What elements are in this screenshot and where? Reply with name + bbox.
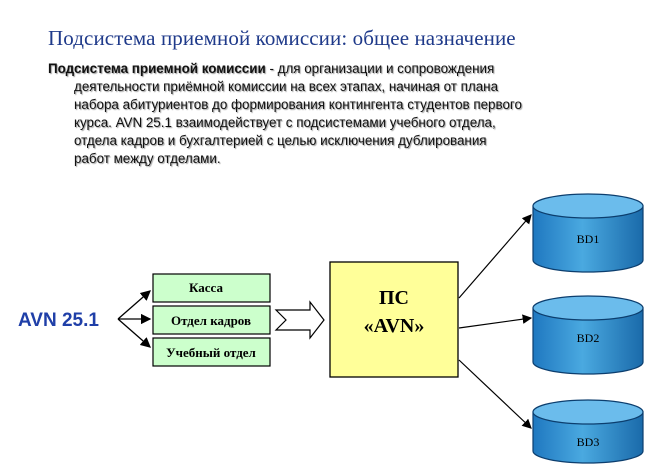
page-title: Подсистема приемной комиссии: общее назн… — [48, 26, 516, 50]
bd3-label: BD3 — [577, 435, 600, 449]
subsystem-group: Касса Отдел кадров Учебный отдел — [152, 273, 271, 367]
bd1-top — [532, 193, 644, 219]
subsystem-box-kassa — [152, 273, 271, 303]
arrow-to-bd2 — [458, 314, 533, 329]
subsystem-label-kassa: Касса — [189, 280, 223, 295]
arrow-to-bd3 — [458, 359, 532, 429]
core-system-box — [329, 261, 459, 378]
subsystem-label-uchebny: Учебный отдел — [166, 345, 256, 360]
database-bd2: BD2 — [532, 295, 644, 375]
core-label-line2: «AVN» — [364, 315, 425, 337]
bd2-body — [532, 307, 644, 375]
core-label-line1: ПС — [379, 287, 409, 309]
description-line-1: - для организации и сопровождения — [265, 61, 495, 76]
description-line-2: деятельности приёмной комиссии на всех э… — [74, 79, 499, 94]
source-arrows — [117, 290, 152, 348]
description-line-3: набора абитуриентов до формирования конт… — [74, 97, 522, 112]
arrow-to-uchebny — [117, 318, 151, 348]
db-arrows — [458, 214, 533, 429]
database-bd1: BD1 — [532, 193, 644, 273]
bd2-top — [532, 295, 644, 321]
description-paragraph: Подсистема приемной комиссии - для орган… — [48, 60, 608, 168]
bd3-body — [532, 411, 644, 464]
description-line-5: отдела кадров и бухгалтерией с целью иск… — [74, 133, 487, 148]
bd1-label: BD1 — [577, 232, 600, 246]
arrow-to-bd1 — [458, 214, 532, 299]
subsystem-box-kadry — [152, 305, 271, 335]
description-line-6: работ между отделами. — [74, 151, 221, 166]
block-arrow-to-core — [274, 300, 325, 340]
description-line-4: курса. AVN 25.1 взаимодействует с подсис… — [74, 115, 496, 130]
bd1-body — [532, 205, 644, 273]
source-label-avn: AVN 25.1 — [18, 310, 99, 331]
bd2-label: BD2 — [577, 331, 600, 345]
arrow-to-kassa — [117, 290, 151, 320]
description-bold-term: Подсистема приемной комиссии — [48, 61, 266, 76]
bd3-top — [532, 399, 644, 425]
subsystem-box-uchebny — [152, 337, 271, 367]
subsystem-label-kadry: Отдел кадров — [171, 313, 251, 328]
database-bd3: BD3 — [532, 399, 644, 464]
